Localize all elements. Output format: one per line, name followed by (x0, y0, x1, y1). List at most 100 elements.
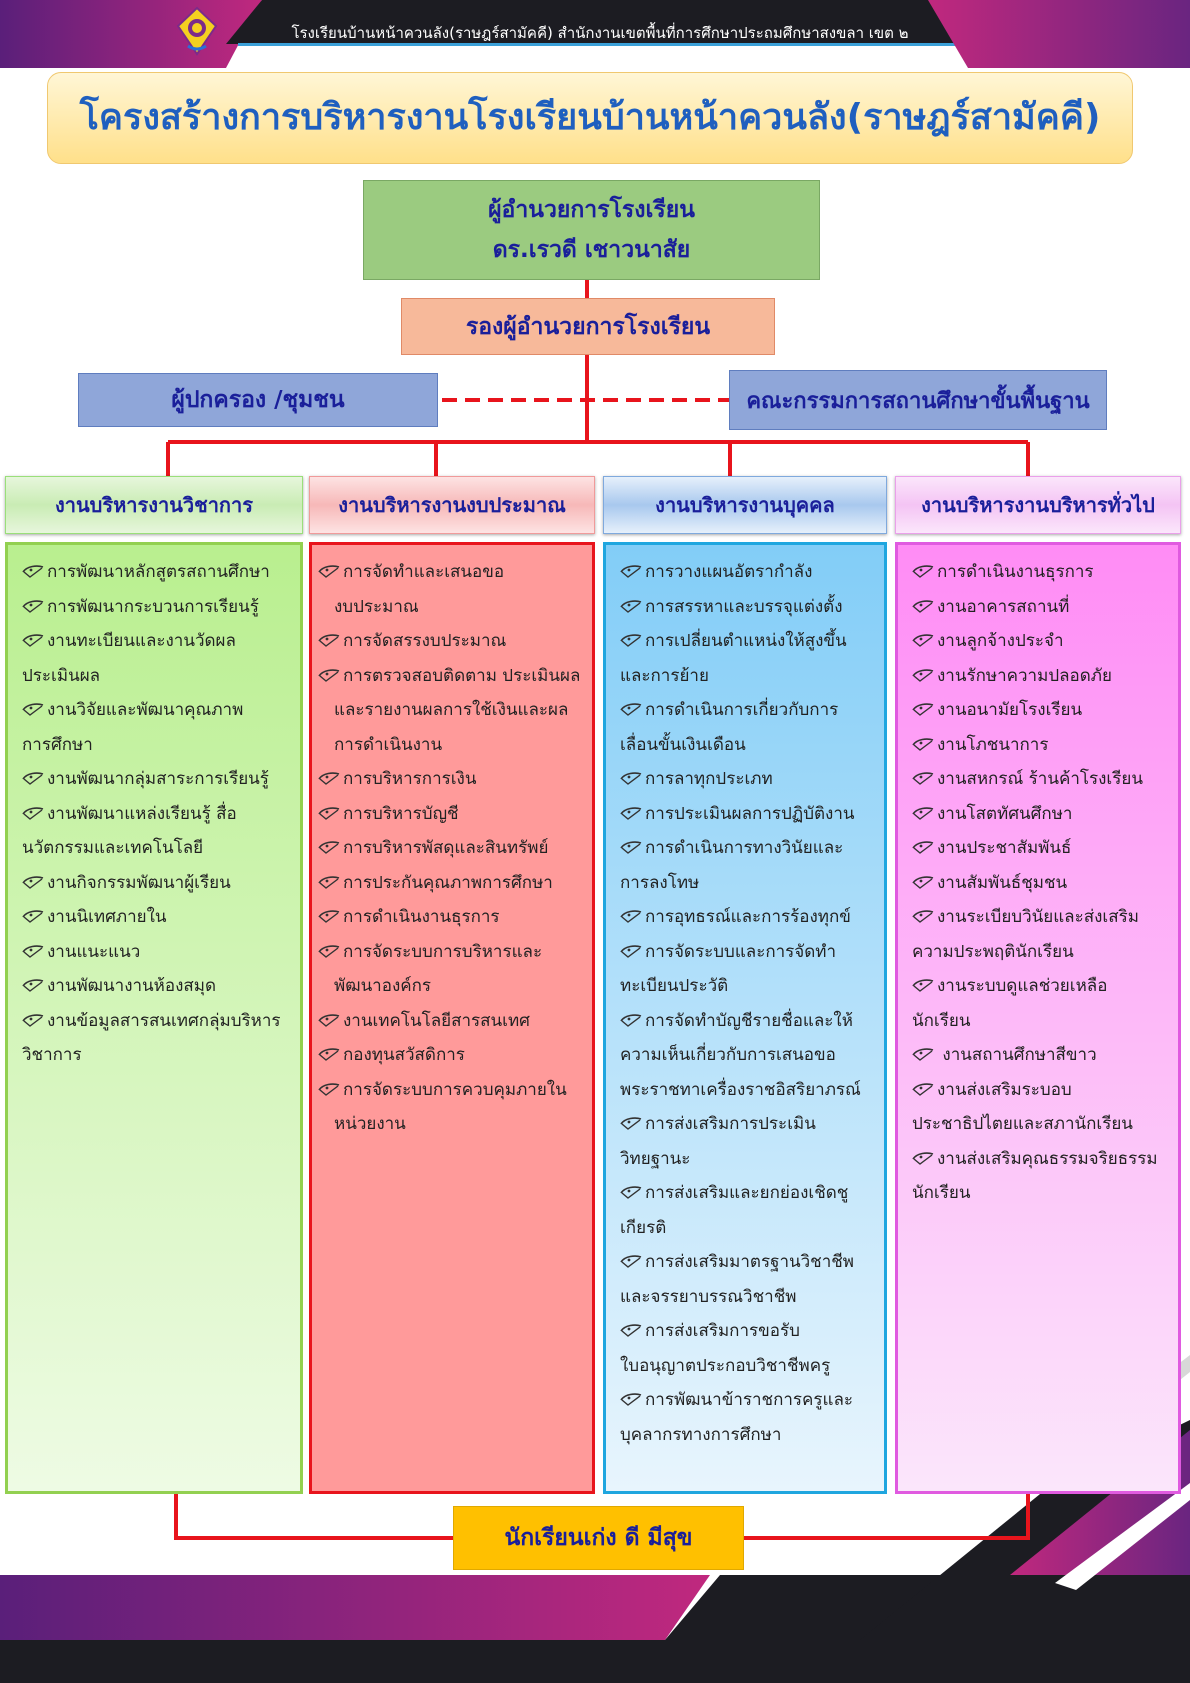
duty-item-text: และการย้าย (620, 665, 709, 686)
pen-icon (912, 592, 934, 613)
duty-item-text: การจัดทำบัญชีรายชื่อและให้ (645, 1010, 853, 1031)
pen-icon (912, 626, 934, 647)
duty-item-text: การดำเนินการเกี่ยวกับการ (645, 700, 839, 720)
pen-icon (22, 592, 44, 613)
duty-item-text: การจัดทำและเสนอขอ (343, 562, 505, 582)
student-goal-box: นักเรียนเก่ง ดี มีสุข (453, 1506, 744, 1570)
duty-item-text: พระราชทาเครื่องราชอิสริยาภรณ์ (620, 1079, 861, 1100)
duty-item: การดำเนินงานธุรการ (912, 555, 1168, 590)
pen-icon (620, 1247, 642, 1268)
duty-item: การตรวจสอบติดตาม ประเมินผลและรายงานผลการ… (318, 659, 582, 763)
duty-item: การจัดทำและเสนอของบประมาณ (318, 555, 582, 624)
duty-item-text: งานสถานศึกษาสีขาว (937, 1045, 1097, 1065)
pen-icon (620, 799, 642, 820)
pen-icon (912, 1144, 934, 1165)
duty-item-text: การส่งเสริมมาตรฐานวิชาชีพ (645, 1252, 855, 1272)
duty-item-text: หน่วยงาน (334, 1114, 406, 1134)
duty-item-text: งานพัฒนาแหล่งเรียนรู้ สื่อ (47, 803, 237, 824)
duty-item: งานโสตทัศนศึกษา (912, 797, 1168, 832)
duty-item-text: และจรรยาบรรณวิชาชีพ (620, 1286, 797, 1307)
pen-icon (22, 868, 44, 889)
pen-icon (620, 1385, 642, 1406)
duty-item: งานอาคารสถานที่ (912, 590, 1168, 625)
dept-academic-header: งานบริหารงานวิชาการ (5, 476, 303, 534)
title-banner (47, 72, 1133, 164)
duty-item-text: และรายงานผลการใช้เงินและผล (334, 700, 569, 720)
pen-icon (318, 868, 340, 889)
dept-budget-header: งานบริหารงานงบประมาณ (309, 476, 595, 534)
director-role: ผู้อำนวยการโรงเรียน (488, 197, 695, 223)
duty-item: งานระเบียบวินัยและส่งเสริมความประพฤตินัก… (912, 900, 1168, 969)
pen-icon (912, 902, 934, 923)
duty-item-text: งานแนะแนว (47, 941, 141, 962)
duty-item: การประเมินผลการปฏิบัติงาน (620, 797, 874, 832)
duty-item-text: การประกันคุณภาพการศึกษา (343, 872, 553, 893)
pen-icon (22, 557, 44, 578)
duty-item-text: การดำเนินงาน (334, 734, 443, 755)
duty-item: งานวิจัยและพัฒนาคุณภาพการศึกษา (22, 693, 290, 762)
dept-academic-list: การพัฒนาหลักสูตรสถานศึกษาการพัฒนากระบวนก… (5, 542, 303, 1494)
duty-item: งานสัมพันธ์ชุมชน (912, 866, 1168, 901)
pen-icon (912, 1075, 934, 1096)
duty-item: การบริหารการเงิน (318, 762, 582, 797)
duty-item: งานแนะแนว (22, 935, 290, 970)
pen-icon (620, 937, 642, 958)
pen-icon (22, 971, 44, 992)
duty-item-text: งานพัฒนากลุ่มสาระการเรียนรู้ (47, 769, 269, 789)
pen-icon (912, 1040, 934, 1061)
duty-item-text: การส่งเสริมการประเมิน (645, 1114, 816, 1134)
duty-item: การส่งเสริมและยกย่องเชิดชูเกียรติ (620, 1176, 874, 1245)
director-name: ดร.เรวดี เชาวนาสัย (492, 237, 691, 263)
deputy-director-box: รองผู้อำนวยการโรงเรียน (401, 298, 775, 355)
duty-item: การพัฒนากระบวนการเรียนรู้ (22, 590, 290, 625)
pen-icon (620, 695, 642, 716)
duty-item: งานพัฒนากลุ่มสาระการเรียนรู้ (22, 762, 290, 797)
duty-item: งานส่งเสริมคุณธรรมจริยธรรมนักเรียน (912, 1142, 1168, 1211)
duty-item-text: การบริหารการเงิน (343, 769, 477, 789)
duty-item-text: งานกิจกรรมพัฒนาผู้เรียน (47, 872, 231, 893)
duty-item-text: การสรรหาและบรรจุแต่งตั้ง (645, 596, 843, 617)
duty-item-text: วิทยฐานะ (620, 1148, 691, 1169)
duty-item: การดำเนินการทางวินัยและการลงโทษ (620, 831, 874, 900)
dept-budget-list: การจัดทำและเสนอของบประมาณการจัดสรรงบประม… (309, 542, 595, 1494)
pen-icon (22, 764, 44, 785)
duty-item-text: งานเทคโนโลยีสารสนเทศ (343, 1010, 530, 1031)
duty-item: งานนิเทศภายใน (22, 900, 290, 935)
pen-icon (912, 764, 934, 785)
pen-icon (620, 557, 642, 578)
pen-icon (912, 557, 934, 578)
duty-item-text: การศึกษา (22, 734, 93, 755)
pen-icon (912, 799, 934, 820)
duty-item: งานประชาสัมพันธ์ (912, 831, 1168, 866)
pen-icon (318, 661, 340, 682)
duty-item-text: งานโสตทัศนศึกษา (937, 803, 1073, 824)
duty-item-text: ความประพฤตินักเรียน (912, 941, 1074, 962)
duty-item-text: งานประชาสัมพันธ์ (937, 838, 1072, 858)
duty-item-text: งานวิจัยและพัฒนาคุณภาพ (47, 700, 244, 720)
duty-item-text: งานระบบดูแลช่วยเหลือ (937, 976, 1108, 996)
duty-item: การส่งเสริมการขอรับใบอนุญาตประกอบวิชาชีพ… (620, 1314, 874, 1383)
pen-icon (318, 1075, 340, 1096)
duty-item-text: การบริหารพัสดุและสินทรัพย์ (343, 838, 549, 858)
pen-icon (620, 592, 642, 613)
duty-item-text: งานสหกรณ์ ร้านค้าโรงเรียน (937, 769, 1143, 789)
pen-icon (620, 1006, 642, 1027)
school-committee-box: คณะกรรมการสถานศึกษาขั้นพื้นฐาน (729, 370, 1107, 430)
duty-item-text: การวางแผนอัตรากำลัง (645, 562, 813, 582)
director-box: ผู้อำนวยการโรงเรียน ดร.เรวดี เชาวนาสัย (363, 180, 820, 280)
pen-icon (620, 1109, 642, 1130)
duty-item: การบริหารพัสดุและสินทรัพย์ (318, 831, 582, 866)
duty-item: การดำเนินการเกี่ยวกับการเลื่อนขั้นเงินเด… (620, 693, 874, 762)
duty-item: งานรักษาความปลอดภัย (912, 659, 1168, 694)
pen-icon (22, 799, 44, 820)
duty-item: งานพัฒนางานห้องสมุด (22, 969, 290, 1004)
duty-item-text: งานโภชนาการ (937, 734, 1049, 755)
pen-icon (318, 937, 340, 958)
duty-item: งานกิจกรรมพัฒนาผู้เรียน (22, 866, 290, 901)
pen-icon (318, 902, 340, 923)
duty-item: การวางแผนอัตรากำลัง (620, 555, 874, 590)
pen-icon (318, 833, 340, 854)
duty-item-text: ความเห็นเกี่ยวกับการเสนอขอ (620, 1045, 836, 1065)
duty-item-text: งานทะเบียนและงานวัดผล (47, 631, 236, 651)
dept-personnel-header: งานบริหารงานบุคคล (603, 476, 887, 534)
